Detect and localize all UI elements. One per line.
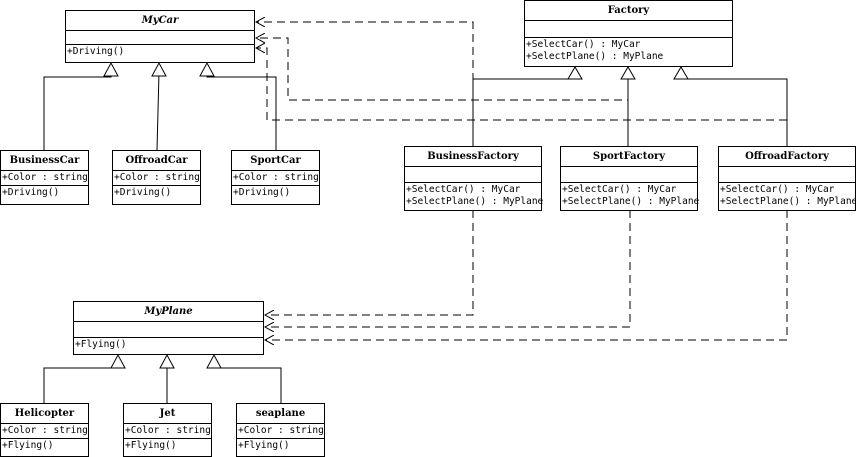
method: +Driving() (2, 187, 60, 198)
method-section: +SelectCar() : MyCar +SelectPlane() : My… (561, 183, 700, 209)
class-name: SportCar (232, 151, 319, 171)
generalization-arrow-offroadcar (151, 61, 167, 77)
attribute: +Color : string (2, 172, 88, 183)
attribute: +Color : string (125, 425, 211, 436)
class-name: OffroadFactory (719, 147, 855, 167)
attribute-section: +Color : string (1, 171, 88, 186)
attribute-section (74, 322, 263, 338)
class-factory[interactable]: Factory +SelectCar() : MyCar +SelectPlan… (524, 0, 733, 67)
class-jet[interactable]: Jet +Color : string +Flying() (123, 403, 212, 457)
attribute-section: +Color : string (124, 424, 211, 439)
method: +SelectPlane() : MyPlane (562, 196, 700, 207)
dependency-line-offroadfactory-myplane (265, 210, 788, 340)
generalization-arrow-sportcar (199, 61, 215, 77)
method-section: +Flying() (237, 439, 324, 453)
class-seaplane[interactable]: seaplane +Color : string +Flying() (236, 403, 325, 457)
class-businesscar[interactable]: BusinessCar +Color : string +Driving() (0, 150, 89, 205)
generalization-arrow-seaplane (206, 353, 222, 369)
generalization-arrow-businessfactory (567, 66, 583, 80)
method: +SelectCar() : MyCar (720, 184, 835, 195)
inherit-line-offroadcar (156, 71, 160, 151)
attribute: +Color : string (114, 172, 200, 183)
dependency-line-offroadfactory-mycar (256, 48, 788, 146)
generalization-arrow-jet (159, 353, 175, 369)
class-name: OffroadCar (113, 151, 200, 171)
class-offroadcar[interactable]: OffroadCar +Color : string +Driving() (112, 150, 201, 205)
attribute-section (719, 167, 855, 183)
class-name: BusinessFactory (405, 147, 541, 167)
method-section: +Flying() (1, 439, 88, 453)
class-name: Jet (124, 404, 211, 424)
attribute-section: +Color : string (232, 171, 319, 186)
class-name: MyPlane (74, 302, 263, 322)
class-name: Helicopter (1, 404, 88, 424)
method: +SelectPlane() : MyPlane (406, 196, 544, 207)
method: +SelectPlane() : MyPlane (720, 196, 856, 207)
generalization-arrow-helicopter (110, 353, 126, 369)
method: +Flying() (2, 440, 54, 451)
dependency-line-businessfactory-mycar (256, 22, 474, 146)
attribute: +Color : string (238, 425, 324, 436)
class-name: BusinessCar (1, 151, 88, 171)
method-section: +Driving() (113, 186, 200, 200)
generalization-arrow-offroadfactory (673, 66, 689, 80)
class-name: MyCar (66, 11, 254, 31)
class-myplane[interactable]: MyPlane +Flying() (73, 301, 264, 355)
method: +Flying() (238, 440, 290, 451)
class-name: seaplane (237, 404, 324, 424)
class-name: SportFactory (561, 147, 697, 167)
class-mycar[interactable]: MyCar +Driving() (65, 10, 255, 63)
attribute-section (561, 167, 697, 183)
dependency-line-sportfactory-myplane (265, 210, 631, 327)
dependency-line-sportfactory-mycar (256, 38, 629, 146)
method: +Driving() (114, 187, 172, 198)
attribute: +Color : string (2, 425, 88, 436)
inherit-line-seaplane (213, 366, 282, 403)
inherit-line-businesscar (43, 72, 112, 150)
method: +SelectCar() : MyCar (526, 39, 641, 50)
method-section: +Driving() (1, 186, 88, 200)
method: +SelectPlane() : MyPlane (526, 51, 664, 62)
method: +Flying() (75, 339, 127, 350)
method-section: +SelectCar() : MyCar +SelectPlane() : My… (405, 183, 544, 209)
method-section: +Flying() (74, 338, 263, 352)
class-helicopter[interactable]: Helicopter +Color : string +Flying() (0, 403, 89, 457)
attribute: +Color : string (233, 172, 319, 183)
method: +SelectCar() : MyCar (562, 184, 677, 195)
method-section: +Flying() (124, 439, 211, 453)
attribute-section (525, 21, 732, 38)
class-offroadfactory[interactable]: OffroadFactory +SelectCar() : MyCar +Sel… (718, 146, 856, 211)
inherit-line-offroadfactory (680, 77, 788, 146)
method: +SelectCar() : MyCar (406, 184, 521, 195)
inherit-line-helicopter (43, 366, 119, 403)
attribute-section: +Color : string (113, 171, 200, 186)
method-section: +Driving() (66, 45, 254, 59)
generalization-arrow-sportfactory (620, 66, 636, 80)
method-section: +SelectCar() : MyCar +SelectPlane() : My… (719, 183, 856, 209)
method: +Driving() (233, 187, 291, 198)
inherit-line-sportcar (206, 72, 277, 150)
class-name: Factory (525, 1, 732, 21)
method: +Driving() (67, 46, 125, 57)
attribute-section (66, 31, 254, 45)
dependency-line-businessfactory-myplane (265, 210, 474, 315)
inherit-line-businessfactory (472, 77, 576, 146)
generalization-arrow-businesscar (103, 61, 119, 77)
class-businessfactory[interactable]: BusinessFactory +SelectCar() : MyCar +Se… (404, 146, 544, 211)
method-section: +Driving() (232, 186, 319, 200)
method: +Flying() (125, 440, 177, 451)
attribute-section: +Color : string (1, 424, 88, 439)
method-section: +SelectCar() : MyCar +SelectPlane() : My… (525, 38, 732, 64)
class-sportcar[interactable]: SportCar +Color : string +Driving() (231, 150, 320, 205)
attribute-section: +Color : string (237, 424, 324, 439)
class-sportfactory[interactable]: SportFactory +SelectCar() : MyCar +Selec… (560, 146, 700, 211)
attribute-section (405, 167, 541, 183)
